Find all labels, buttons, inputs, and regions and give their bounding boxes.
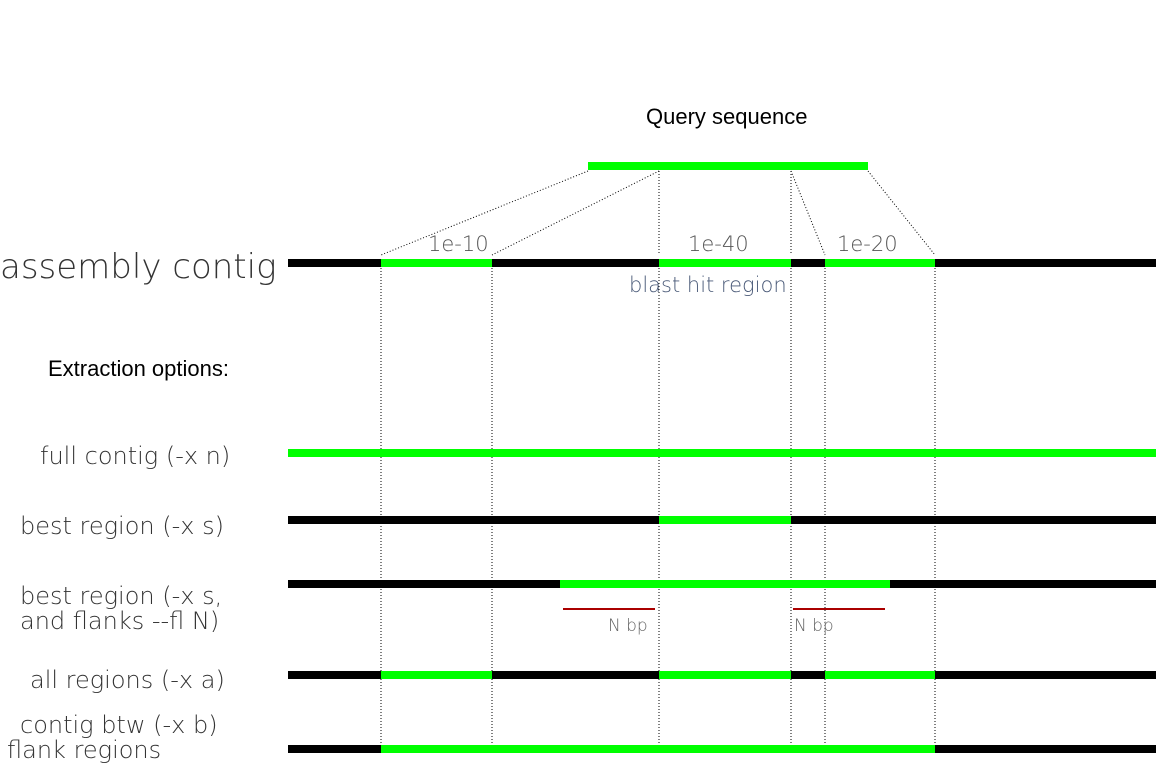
assembly-contig-label: assembly contig <box>0 247 277 287</box>
hit-region-2 <box>659 259 791 267</box>
hit-region-1 <box>381 259 492 267</box>
extracted-region <box>381 671 492 679</box>
option-full-contig-bar <box>288 449 1156 457</box>
option-full-contig-label: full contig (-x n) <box>40 442 231 470</box>
projection-line <box>380 170 589 256</box>
projection-line <box>491 170 660 256</box>
extracted-region <box>560 580 890 588</box>
query-sequence-bar <box>588 162 868 170</box>
option-best-region-label: best region (-x s) <box>20 512 224 540</box>
option-between-flanks-label-line1: contig btw (-x b) <box>20 711 218 739</box>
option-between-flanks-bar <box>288 745 1156 753</box>
option-between-flanks-label-line2: flank regions <box>7 736 162 764</box>
projection-lines <box>380 170 936 256</box>
flank-label-left: N bp <box>608 616 648 636</box>
option-best-region-bar <box>288 516 1156 524</box>
assembly-contig <box>288 259 1156 267</box>
evalue-label-1: 1e-10 <box>428 232 489 256</box>
extracted-region <box>825 671 935 679</box>
extracted-region <box>381 745 935 753</box>
option-best-region-flanks-label-line1: best region (-x s, <box>20 582 223 610</box>
extracted-region <box>659 671 791 679</box>
option-all-regions-label: all regions (-x a) <box>30 666 225 694</box>
extraction-options-title: Extraction options: <box>48 356 229 381</box>
flank-label-right: N bp <box>794 616 834 636</box>
option-all-regions-bar <box>288 671 1156 679</box>
extracted-region <box>288 449 1156 457</box>
query-sequence-title: Query sequence <box>646 104 808 129</box>
option-best-region-flanks-label-line2: and flanks --fl N) <box>20 607 220 635</box>
extracted-region <box>659 516 791 524</box>
evalue-label-2: 1e-40 <box>688 232 749 256</box>
option-best-region-flanks-bar <box>288 580 1156 610</box>
hit-region-3 <box>825 259 935 267</box>
projection-line <box>790 170 826 256</box>
evalue-label-3: 1e-20 <box>837 232 898 256</box>
blast-hit-region-label: blast hit region <box>629 273 787 297</box>
